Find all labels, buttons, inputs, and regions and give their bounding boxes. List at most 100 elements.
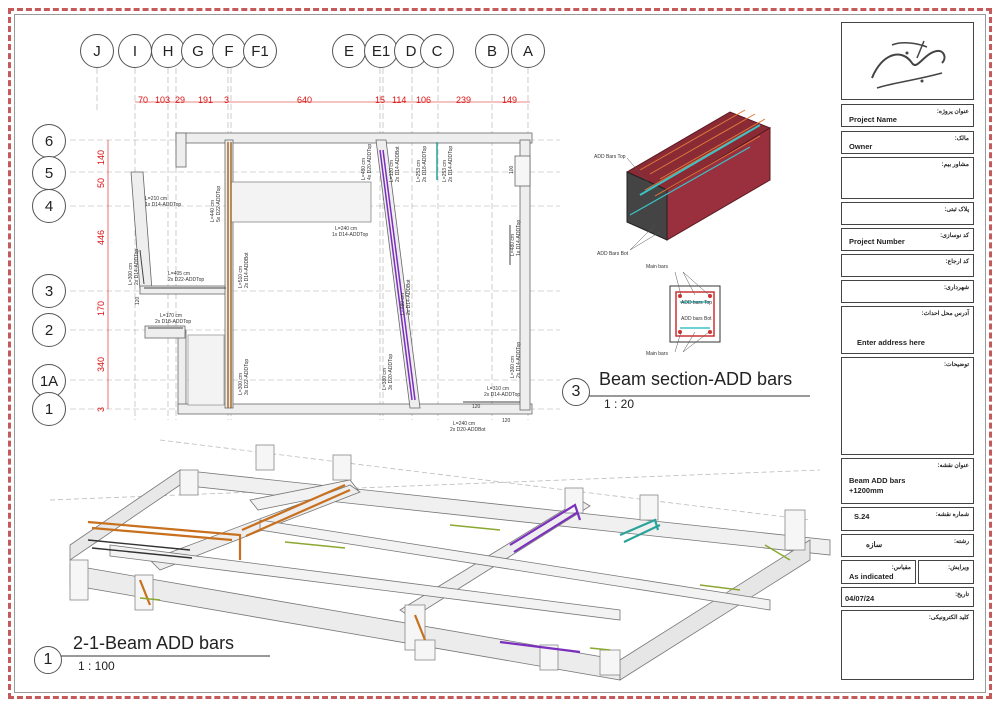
sheet-number-label: شماره نقشه:: [935, 512, 969, 518]
plan-label: 120: [472, 404, 481, 410]
grid-bubble-I: I: [118, 34, 152, 68]
grid-bubble-B: B: [475, 34, 509, 68]
sheet-title-line2: +1200mm: [849, 486, 884, 495]
grid-bubble-E: E: [332, 34, 366, 68]
grid-bubble-F: F: [212, 34, 246, 68]
title-block-project-name: عنوان پروژه: Project Name: [841, 104, 974, 127]
sheet-inner-border: [14, 14, 986, 693]
iso-view-number: 1: [34, 646, 62, 674]
discipline-label: رشته:: [954, 539, 969, 545]
col-dim: 29: [175, 95, 186, 105]
scale-value: As indicated: [849, 572, 894, 581]
title-block-address: آدرس محل احداث: Enter address here: [841, 306, 974, 354]
plan-label: 2x D14-ADDBot: [395, 146, 401, 182]
plan-label: 2x D14-ADDTop: [448, 145, 454, 182]
consultant-label: مشاور بیم:: [941, 162, 969, 168]
plan-label: 2x D14-ADDBot: [406, 279, 412, 315]
drawing-canvas: [38, 68, 831, 681]
col-dim: 191: [198, 95, 214, 105]
plan-label: 3x D20-ADDTop: [388, 353, 394, 390]
address-value: Enter address here: [857, 338, 925, 347]
plan-label: 2x D18-ADDTop: [155, 319, 192, 325]
row-dim: 446: [96, 229, 106, 245]
title-block-logo-cell: [841, 22, 974, 100]
project-number-value: Project Number: [849, 237, 905, 246]
section-label-add-top: ADD Bars Top: [594, 154, 626, 160]
plan-beams: [130, 132, 533, 415]
title-block-discipline: رشته: سازه: [841, 534, 974, 557]
plan-label: 2x D20-ADDBot: [450, 427, 486, 433]
col-dim: 114: [392, 95, 407, 105]
title-block-date: تاریخ: 04/07/24: [841, 587, 974, 607]
section-2d-beam: [669, 271, 721, 353]
section-label-main-bars-bot: Main bars: [646, 351, 668, 357]
project-name-value: Project Name: [849, 115, 897, 124]
row-dim: 170: [96, 300, 106, 316]
plan-label: 120: [135, 296, 141, 305]
title-block-revision: ویرایش:: [918, 560, 974, 584]
plan-label: L=240 cm: [453, 421, 476, 427]
col-dim: 15: [375, 95, 386, 105]
project-number-label: کد نوسازی:: [940, 233, 969, 239]
section-view-scale: 1 : 20: [604, 397, 635, 411]
plan-label: 100: [509, 165, 515, 174]
company-logo-icon: [871, 40, 946, 89]
title-block-stamp: کلید الکترونیکی:: [841, 610, 974, 680]
title-block-owner: مالک: Owner: [841, 131, 974, 154]
iso-view-title: 2-1-Beam ADD bars: [73, 633, 235, 653]
grid-bubble-6: 6: [32, 124, 66, 158]
grid-bubble-1: 1: [32, 392, 66, 426]
owner-label: مالک:: [954, 136, 969, 142]
grid-lines-vertical: [96, 68, 529, 420]
row-dim: 140: [96, 149, 106, 165]
plan-label: L=210 cm: [145, 196, 168, 202]
grid-bubble-5: 5: [32, 156, 66, 190]
title-block-scale: مقیاس: As indicated: [841, 560, 916, 584]
title-block-code: کد ارجاع:: [841, 254, 974, 277]
plan-label: 5x D22-ADDTop: [216, 185, 222, 222]
grid-bubble-A: A: [511, 34, 545, 68]
plan-label: L=240 cm: [335, 226, 358, 232]
col-dim: 103: [155, 95, 171, 105]
plan-label: 1x D14-ADDTop: [332, 232, 369, 238]
plate-label: پلاک ثبتی:: [944, 207, 969, 213]
iso-view-scale: 1 : 100: [78, 659, 115, 673]
grid-bubble-E1: E1: [364, 34, 398, 68]
title-block-sheet-number: شماره نقشه: S.24: [841, 507, 974, 531]
col-dim: 70: [138, 95, 149, 105]
sheet-title-line1: Beam ADD bars: [849, 476, 906, 485]
sheet-number-value: S.24: [854, 512, 870, 521]
row-dim: 340: [96, 356, 106, 372]
address-label: آدرس محل احداث:: [921, 311, 969, 317]
section-label-add-bot: ADD Bars Bot: [597, 251, 629, 257]
iso-view: [49, 439, 831, 681]
col-dim: 106: [416, 95, 432, 105]
discipline-value: سازه: [866, 540, 883, 549]
grid-bubble-H: H: [151, 34, 185, 68]
plan-label: 2x D22-ADDTop: [168, 277, 205, 283]
title-block-municipality: شهرداری:: [841, 280, 974, 303]
title-block-plate: پلاک ثبتی:: [841, 202, 974, 225]
title-block-description: توضیحات:: [841, 357, 974, 455]
revision-label: ویرایش:: [948, 565, 969, 571]
grid-bubble-G: G: [181, 34, 215, 68]
sheet-title-label: عنوان نقشه:: [937, 463, 969, 469]
plan-label: L=310 cm: [487, 386, 510, 392]
section-view-title: Beam section-ADD bars: [599, 369, 793, 389]
scale-label: مقیاس:: [891, 565, 911, 571]
grid-bubble-J: J: [80, 34, 114, 68]
plan-label: 1x D14-ADDTop: [516, 219, 522, 256]
section-label-add-bars-bot: ADD bars Bot: [681, 316, 712, 322]
grid-bubble-4: 4: [32, 189, 66, 223]
plan-rebar: [139, 142, 520, 408]
col-dim: 640: [297, 95, 313, 105]
code-label: کد ارجاع:: [945, 259, 969, 265]
col-dim: 239: [456, 95, 472, 105]
section-label-main-bars-top: Main bars: [646, 264, 668, 270]
section-view-number: 3: [562, 378, 590, 406]
date-label: تاریخ:: [955, 592, 969, 598]
plan-label: 1x D14-ADDTop: [145, 202, 182, 208]
plan-label: 2x D14-ADDTop: [516, 341, 522, 378]
title-block-consultant: مشاور بیم:: [841, 157, 974, 199]
col-dim: 3: [224, 95, 230, 105]
